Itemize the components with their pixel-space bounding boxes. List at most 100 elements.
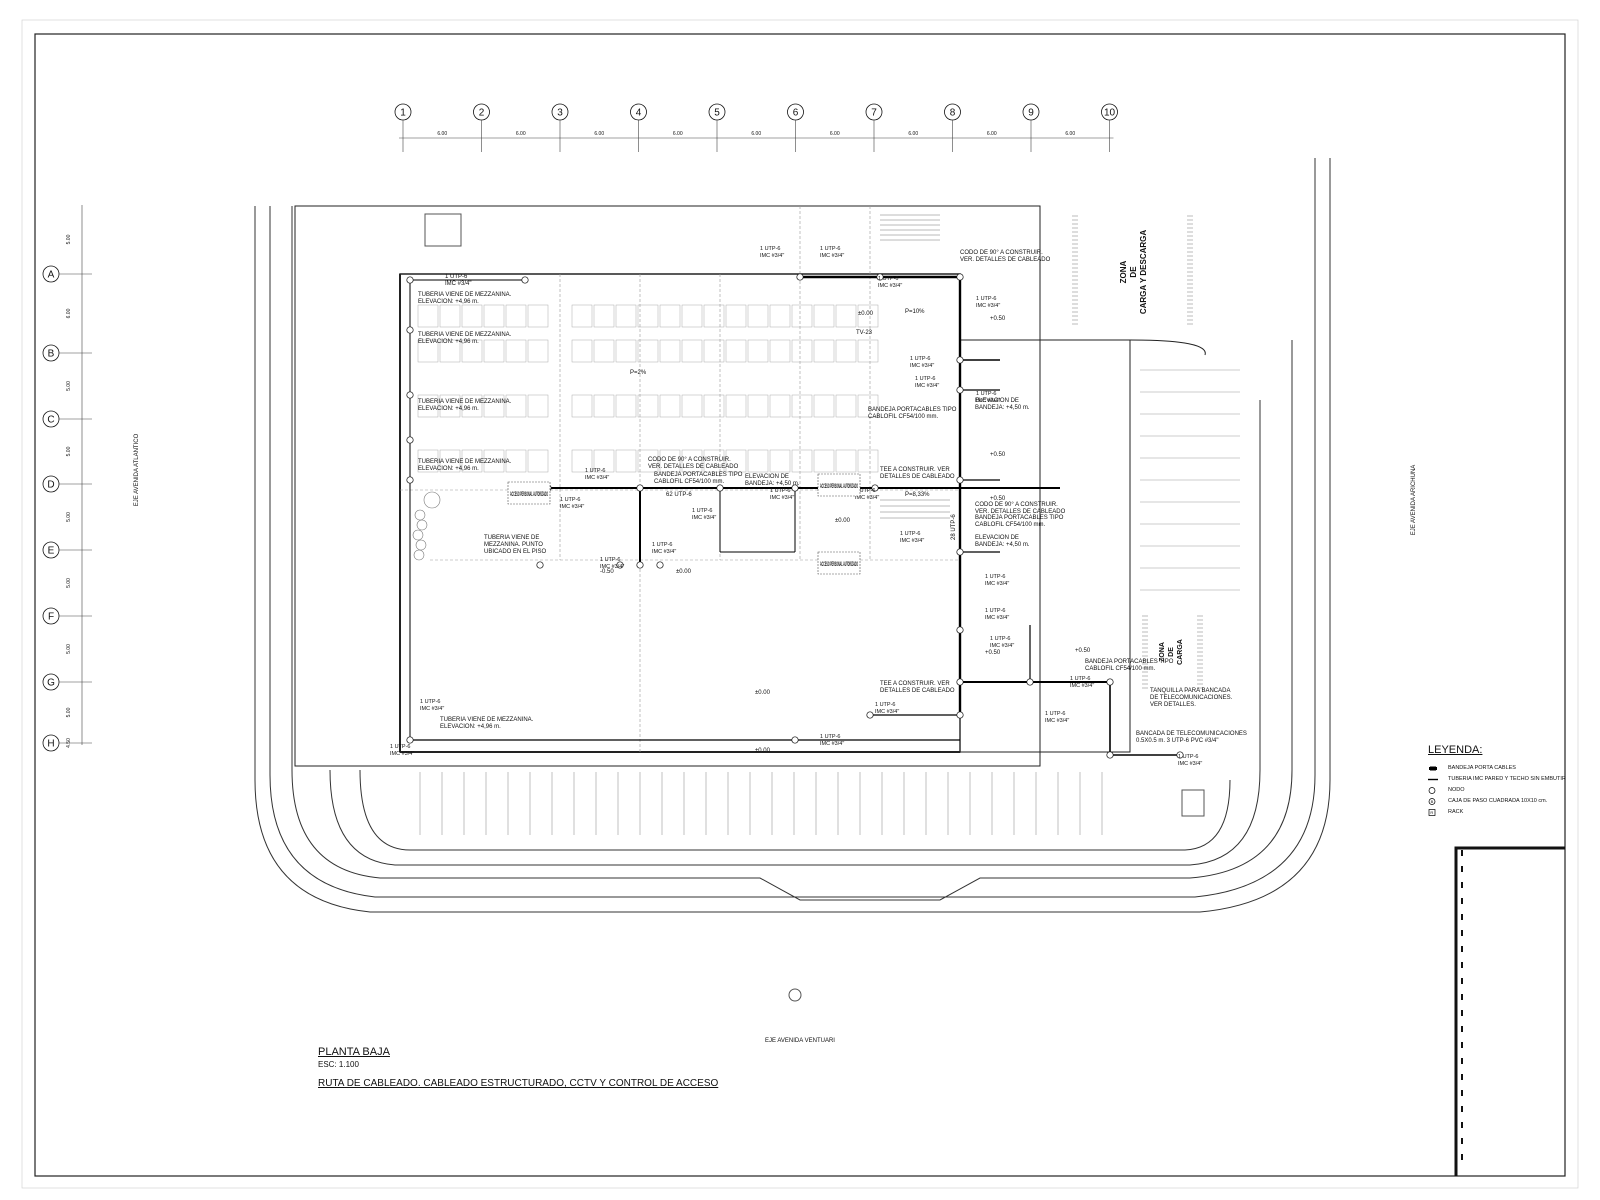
interior-dashed-lines [400,206,960,752]
rack-cell [593,304,615,328]
note-tee-2b: DETALLES DE CABLEADO [880,688,955,694]
rack-cell [615,394,637,418]
sheet-border [34,33,1566,1177]
svg-text:R: R [1430,810,1433,815]
node-icon [956,356,964,364]
rack-cell [483,449,505,473]
rack-cell [747,339,769,363]
imc-label: IMC #3/4" [652,549,676,555]
row-dim: 5.00 [66,707,72,717]
rack-cell [813,449,835,473]
rack-cell [527,339,549,363]
utp-label: 1 UTP-6 [1178,754,1198,760]
rack-cell [461,304,483,328]
rack-cell [593,449,615,473]
rack-cell [571,304,593,328]
note-codo-3b: VER. DETALLES DE CABLEADO [975,509,1066,515]
tray-icon [1429,766,1437,771]
rack-cell [681,304,703,328]
node-icon [536,561,544,569]
rack-cell [483,339,505,363]
note-mezz-3: TUBERIA VIENE DE MEZZANINA. [418,399,512,405]
note-mezz-floor-1: TUBERIA VIENE DE [484,535,539,541]
row-label: B [48,349,55,360]
rack-cell [857,449,879,473]
rack-cell [505,304,527,328]
node-icon [716,484,724,492]
rack-cell [637,449,659,473]
rack-cell [615,449,637,473]
column-label: 6 [793,108,799,119]
node-icon [406,436,414,444]
rack-cell [813,394,835,418]
note-codo-2: CODO DE 90° A CONSTRUIR. [648,457,731,463]
loading-zone-label: ZONA DE CARGA Y DESCARGA [1119,230,1148,315]
note-bandeja-1: BANDEJA PORTACABLES TIPO [868,407,957,413]
note-level-8: ±0.00 [676,569,692,575]
rack-cell [571,339,593,363]
note-level-9: ±0.00 [835,518,851,524]
plan-title: PLANTA BAJA [318,1046,390,1058]
rack-cell [505,449,527,473]
rack-cell [813,304,835,328]
rack-cell [615,304,637,328]
node-icon [1106,678,1114,686]
imc-label: IMC #3/4" [1178,761,1202,767]
node-icon [636,561,644,569]
rack-cell [681,394,703,418]
rack-cell [527,449,549,473]
rack-cell [659,449,681,473]
row-dim: 5.00 [66,512,72,522]
utp-label: 1 UTP-6 [585,468,605,474]
rack-cell [483,304,505,328]
plan-subtitle: RUTA DE CABLEADO. CABLEADO ESTRUCTURADO,… [318,1078,719,1089]
column-label: 1 [400,108,406,119]
rack-cell [835,449,857,473]
note-elev-bandeja-1b: BANDEJA: +4,50 m. [975,405,1030,411]
node-icon [791,484,799,492]
note-slope-10: P=10% [905,309,925,315]
rack-cell [835,394,857,418]
legend-title: LEYENDA: [1428,744,1483,756]
imc-label: IMC #3/4" [900,538,924,544]
note-bancada-1: BANCADA DE TELECOMUNICACIONES [1136,731,1247,737]
rack-cell [461,394,483,418]
note-codo-2b: VER. DETALLES DE CABLEADO [648,464,739,470]
note-bandeja-2: BANDEJA PORTACABLES TIPO [654,472,743,478]
legend: LEYENDA: BANDEJA PORTA CABLES TUBERIA IM… [1428,744,1588,819]
stairs [880,214,950,519]
note-tanquilla-1: TANQUILLA PARA BANCADA [1150,688,1230,694]
note-level-3: +0.50 [990,452,1006,458]
imc-label: IMC #3/4" [390,751,414,757]
utp-label: 1 UTP-6 [976,391,996,397]
utp-label: 1 UTP-6 [760,246,780,252]
note-elev-3: ELEVACION: +4,96 m. [418,406,479,412]
title-block-frame [1454,846,1565,1176]
imc-label: IMC #3/4" [985,581,1009,587]
rack-cell [505,339,527,363]
note-codo-1b: VER. DETALLES DE CABLEADO [960,257,1051,263]
column-dim: 6.00 [751,131,761,137]
utp-label: 1 UTP-6 [985,574,1005,580]
node-icon [866,711,874,719]
node-icon [636,484,644,492]
note-bandeja-4: BANDEJA PORTACABLES TIPO [1085,659,1174,665]
note-level-11: ±0.00 [755,748,771,754]
note-elev-5: ELEVACION: +4,96 m. [440,724,501,730]
utp-label: 1 UTP-6 [915,376,935,382]
imc-label: IMC #3/4" [990,643,1014,649]
rack-cell [527,304,549,328]
column-label: 10 [1104,108,1116,119]
row-dim: 5.00 [66,644,72,654]
rack-cell [835,304,857,328]
rack-cell [439,339,461,363]
note-elev-bandeja-2: ELEVACION DE [745,474,789,480]
note-mezz-5: TUBERIA VIENE DE MEZZANINA. [440,717,534,723]
utp-label: 1 UTP-6 [390,744,410,750]
imc-label: IMC #3/4" [820,741,844,747]
note-mezz-1: TUBERIA VIENE DE MEZZANINA. [418,292,512,298]
note-level-1: ±0.00 [858,311,874,317]
rack-cell [505,394,527,418]
utp-label: 1 UTP-6 [990,636,1010,642]
street-right: EJE AVENIDA ARICHUNA [1411,465,1417,536]
